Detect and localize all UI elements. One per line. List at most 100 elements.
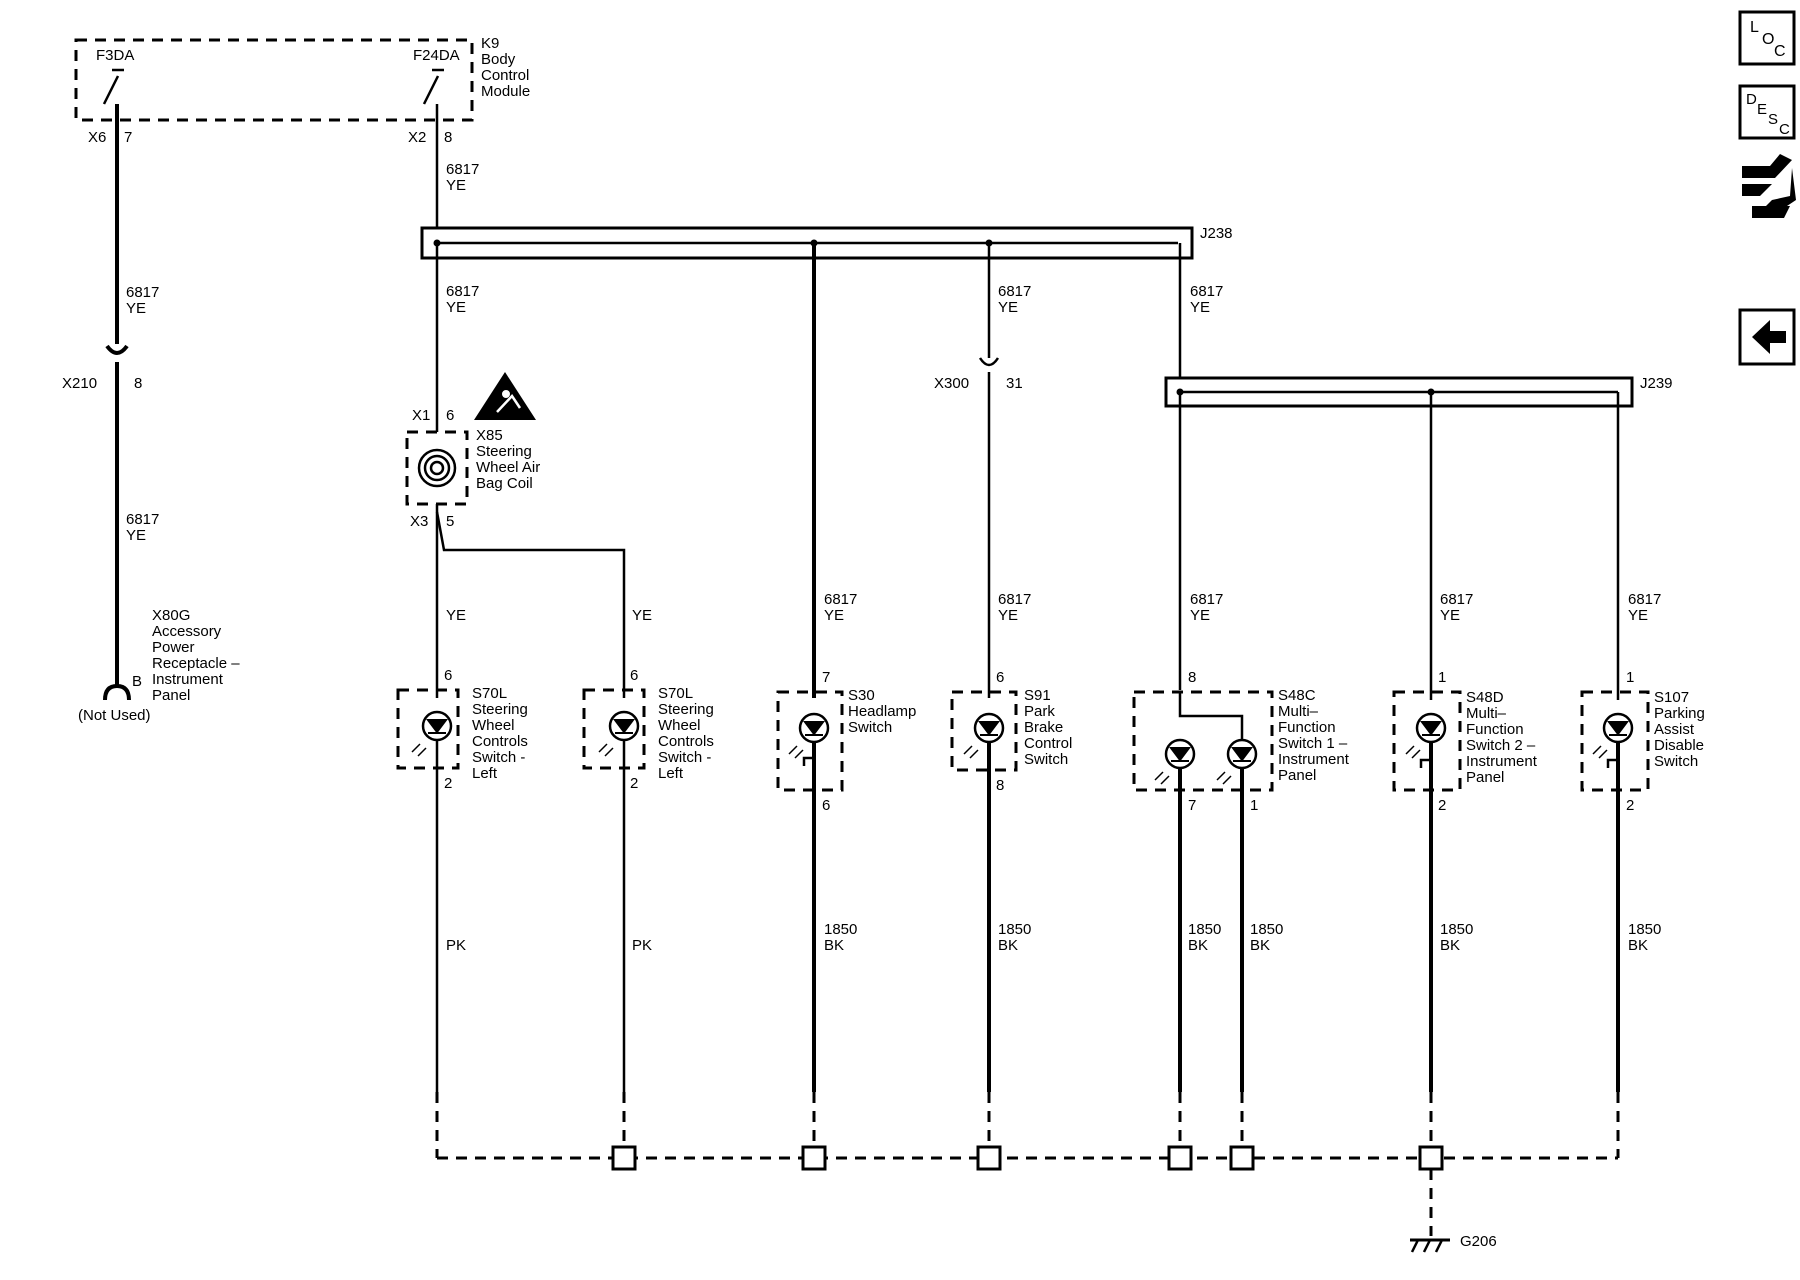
ground-bus: G206 bbox=[435, 1092, 1620, 1253]
bcm-ref: K9 bbox=[481, 35, 499, 52]
switch-pin-bottom: 8 bbox=[996, 777, 1004, 794]
description-button[interactable]: D E S C bbox=[1738, 84, 1796, 140]
switch-s48d: 1 S48D Multi– Function Switch 2 – Instru… bbox=[1392, 669, 1538, 1092]
wire-label-color: YE bbox=[632, 607, 652, 624]
receptacle-name-line-1: Accessory bbox=[152, 623, 222, 640]
splice-j238: J238 bbox=[420, 225, 1233, 260]
bcm-name-line-2: Control bbox=[481, 67, 529, 84]
wire-label-color: PK bbox=[632, 937, 652, 954]
led-icon bbox=[1592, 712, 1634, 759]
wire-label-color: YE bbox=[1190, 607, 1210, 624]
pin-x3-5: 5 bbox=[446, 513, 454, 530]
ground-terminal bbox=[801, 1145, 827, 1171]
switch-name-line-5: Panel bbox=[1466, 769, 1504, 786]
conn-x210: X210 bbox=[62, 375, 97, 392]
switch-name-line-1: Parking bbox=[1654, 705, 1705, 722]
airbag-coil-outline bbox=[405, 430, 469, 506]
loc-letter-c: C bbox=[1774, 43, 1786, 60]
switch-pin-bottom: 7 bbox=[1188, 797, 1196, 814]
switch-name-line-1: Headlamp bbox=[848, 703, 916, 720]
wire-label-color: BK bbox=[1250, 937, 1270, 954]
switch-outline bbox=[396, 688, 460, 770]
wire-label-color: YE bbox=[1440, 607, 1460, 624]
switch-pin-top: 6 bbox=[630, 667, 638, 684]
location-button[interactable]: L O C bbox=[1738, 10, 1796, 66]
switch-pin-bottom: 2 bbox=[630, 775, 638, 792]
conn-x300: X300 bbox=[934, 375, 969, 392]
led-icon bbox=[411, 710, 453, 757]
wire-label-color: BK bbox=[1628, 937, 1648, 954]
switch-outline bbox=[1580, 690, 1650, 792]
wire-label-circuit: 6817 bbox=[126, 511, 159, 528]
switch-s91: 6 S91 Park Brake Control Switch 8 1850 B… bbox=[950, 669, 1072, 1092]
airbag-name-line-2: Wheel Air bbox=[476, 459, 540, 476]
ground-terminal bbox=[1229, 1145, 1255, 1171]
switch-pin-top: 1 bbox=[1438, 669, 1446, 686]
switch-contact-icon bbox=[1419, 758, 1431, 768]
conn-x3: X3 bbox=[410, 513, 428, 530]
feed-s30-s91: 6817 YE X300 31 6817 YE 6817 YE bbox=[812, 243, 1031, 698]
switch-name-line-1: Park bbox=[1024, 703, 1055, 720]
switch-name-line-4: Switch - bbox=[658, 749, 711, 766]
switch-s70l-1: 6 S70L Steering Wheel Controls Switch - … bbox=[396, 667, 528, 1092]
repair-button[interactable] bbox=[1742, 154, 1796, 218]
coil-spiral-icon bbox=[417, 448, 457, 488]
switch-name-line-2: Function bbox=[1278, 719, 1336, 736]
wire-label-circuit: 1850 bbox=[1628, 921, 1661, 938]
receptacle-name-line-2: Power bbox=[152, 639, 195, 656]
ground-terminal bbox=[611, 1145, 637, 1171]
switch-name-line-1: Steering bbox=[658, 701, 714, 718]
switch-ref: S48D bbox=[1466, 689, 1504, 706]
switch-outline bbox=[1392, 690, 1462, 792]
switch-outline bbox=[950, 690, 1018, 772]
back-arrow-icon bbox=[1752, 320, 1786, 354]
airbag-name-line-1: Steering bbox=[476, 443, 532, 460]
desc-letter-c: C bbox=[1779, 121, 1790, 138]
wire-label-color: YE bbox=[446, 177, 466, 194]
switch-ref: S107 bbox=[1654, 689, 1689, 706]
switch-name-line-3: Control bbox=[1024, 735, 1072, 752]
switch-pin-top: 7 bbox=[822, 669, 830, 686]
airbag-name-line-3: Bag Coil bbox=[476, 475, 533, 492]
switch-name-line-3: Controls bbox=[658, 733, 714, 750]
ground-terminal bbox=[1167, 1145, 1193, 1171]
wire-label-circuit: 1850 bbox=[1440, 921, 1473, 938]
switch-name-line-4: Instrument bbox=[1278, 751, 1350, 768]
wire-label-color: PK bbox=[446, 937, 466, 954]
desc-letter-d: D bbox=[1746, 91, 1757, 108]
splice-label-j238: J238 bbox=[1200, 225, 1233, 242]
connector-x300-symbol bbox=[978, 357, 1000, 367]
wire-label-color: BK bbox=[998, 937, 1018, 954]
ground-terminal bbox=[976, 1145, 1002, 1171]
receptacle-name-line-5: Panel bbox=[152, 687, 190, 704]
switch-contact-icon bbox=[1606, 758, 1618, 768]
conn-x1: X1 bbox=[412, 407, 430, 424]
airbag-circuit: 6817 YE X1 6 X85 Steering Wheel Air Bag … bbox=[405, 243, 652, 698]
bcm-name-line-3: Module bbox=[481, 83, 530, 100]
fuse-label-f3da: F3DA bbox=[96, 47, 134, 64]
switch-name-line-3: Switch 1 – bbox=[1278, 735, 1348, 752]
switch-name-line-4: Switch bbox=[1654, 753, 1698, 770]
wire-label-circuit: 6817 bbox=[446, 283, 479, 300]
desc-letter-s: S bbox=[1768, 111, 1778, 128]
bcm-name-line-1: Body bbox=[481, 51, 516, 68]
switch-ref: S48C bbox=[1278, 687, 1316, 704]
pin-x1-6: 6 bbox=[446, 407, 454, 424]
switch-ref: S30 bbox=[848, 687, 875, 704]
switch-name-line-4: Switch bbox=[1024, 751, 1068, 768]
switch-name-line-5: Panel bbox=[1278, 767, 1316, 784]
switch-name-line-2: Assist bbox=[1654, 721, 1695, 738]
wire-label-color: YE bbox=[446, 607, 466, 624]
led-icon bbox=[963, 712, 1005, 759]
switch-s48c: 8 S48C Multi– Function Switch 1 – Instru… bbox=[1132, 669, 1350, 1092]
switch-name-line-1: Multi– bbox=[1466, 705, 1507, 722]
wire-label-color: BK bbox=[1188, 937, 1208, 954]
receptacle-note: (Not Used) bbox=[78, 707, 151, 724]
switch-name-line-5: Left bbox=[472, 765, 498, 782]
switch-pin-top: 1 bbox=[1626, 669, 1634, 686]
back-button[interactable] bbox=[1738, 308, 1796, 366]
loc-letter-o: O bbox=[1762, 31, 1774, 48]
led-icon bbox=[1154, 738, 1196, 785]
switch-outline bbox=[776, 690, 844, 792]
wire-label-color: YE bbox=[126, 300, 146, 317]
